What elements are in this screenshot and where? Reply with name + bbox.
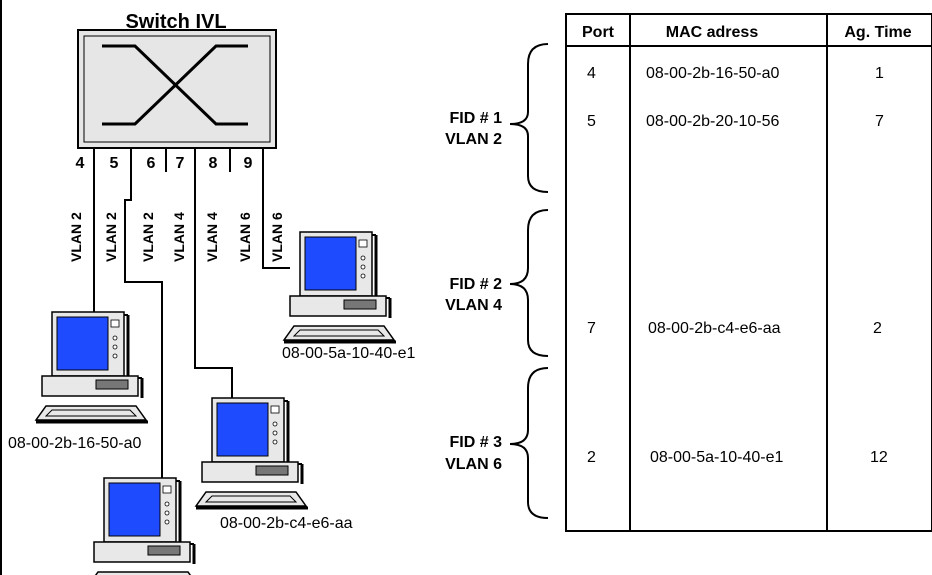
- vlan-label: VLAN 2: [103, 212, 119, 262]
- vlan-label: VLAN 2: [68, 212, 84, 262]
- table-cell-age: 7: [875, 113, 884, 130]
- table-header-age: Ag. Time: [844, 24, 911, 41]
- port-separators: [93, 148, 264, 172]
- host-mac-label: 08-00-5a-10-40-e1: [282, 345, 416, 362]
- fid-vlan-label: VLAN 4: [445, 297, 502, 314]
- table-cell-age: 12: [870, 449, 888, 466]
- vlan-label: VLAN 6: [269, 212, 285, 262]
- vlan-label: VLAN 6: [237, 212, 253, 262]
- table-cell-mac: 08-00-2b-16-50-a0: [646, 65, 780, 82]
- table-cell-port: 5: [587, 113, 596, 130]
- host-mac-label: 08-00-2b-c4-e6-aa: [220, 515, 353, 532]
- host-mac-label: 08-00-2b-16-50-a0: [8, 435, 142, 452]
- computer-icon: [282, 230, 398, 344]
- table-cell-port: 4: [587, 65, 596, 82]
- fid-braces: [509, 43, 549, 519]
- port-number: 5: [110, 155, 119, 172]
- fid-vlan-label: VLAN 6: [445, 456, 502, 473]
- vlan-label: VLAN 2: [140, 212, 156, 262]
- fid-label: FID # 1: [450, 110, 503, 127]
- fid-label: FID # 2: [450, 276, 503, 293]
- table-header-port: Port: [582, 24, 615, 41]
- table-cell-port: 2: [587, 449, 596, 466]
- table-header-mac: MAC adress: [666, 24, 759, 41]
- fid-vlan-label: VLAN 2: [445, 131, 502, 148]
- vlan-label: VLAN 4: [204, 212, 220, 262]
- computer-icon: [86, 476, 202, 575]
- table-cell-mac: 08-00-5a-10-40-e1: [650, 449, 784, 466]
- port-number: 8: [209, 155, 218, 172]
- table-cell-port: 7: [587, 320, 596, 337]
- port-number: 4: [76, 155, 85, 172]
- table-cell-age: 2: [873, 320, 882, 337]
- computer-icon: [194, 396, 310, 510]
- vlan-label: VLAN 4: [171, 212, 187, 262]
- table-cell-mac: 08-00-2b-c4-e6-aa: [648, 320, 781, 337]
- port-number: 6: [147, 155, 156, 172]
- switch-cross-line-2: [102, 44, 248, 126]
- table-cell-mac: 08-00-2b-20-10-56: [646, 113, 780, 130]
- switch-box: [77, 29, 277, 149]
- port-number: 7: [176, 155, 185, 172]
- switch-title: Switch IVL: [125, 11, 226, 33]
- mac-table: Port MAC adress Ag. Time 4 08-00-2b-16-5…: [565, 13, 932, 532]
- fid-label: FID # 3: [450, 434, 503, 451]
- port-number: 9: [244, 155, 253, 172]
- table-cell-age: 1: [875, 65, 884, 82]
- cables: [93, 172, 290, 480]
- computer-icon: [34, 310, 150, 424]
